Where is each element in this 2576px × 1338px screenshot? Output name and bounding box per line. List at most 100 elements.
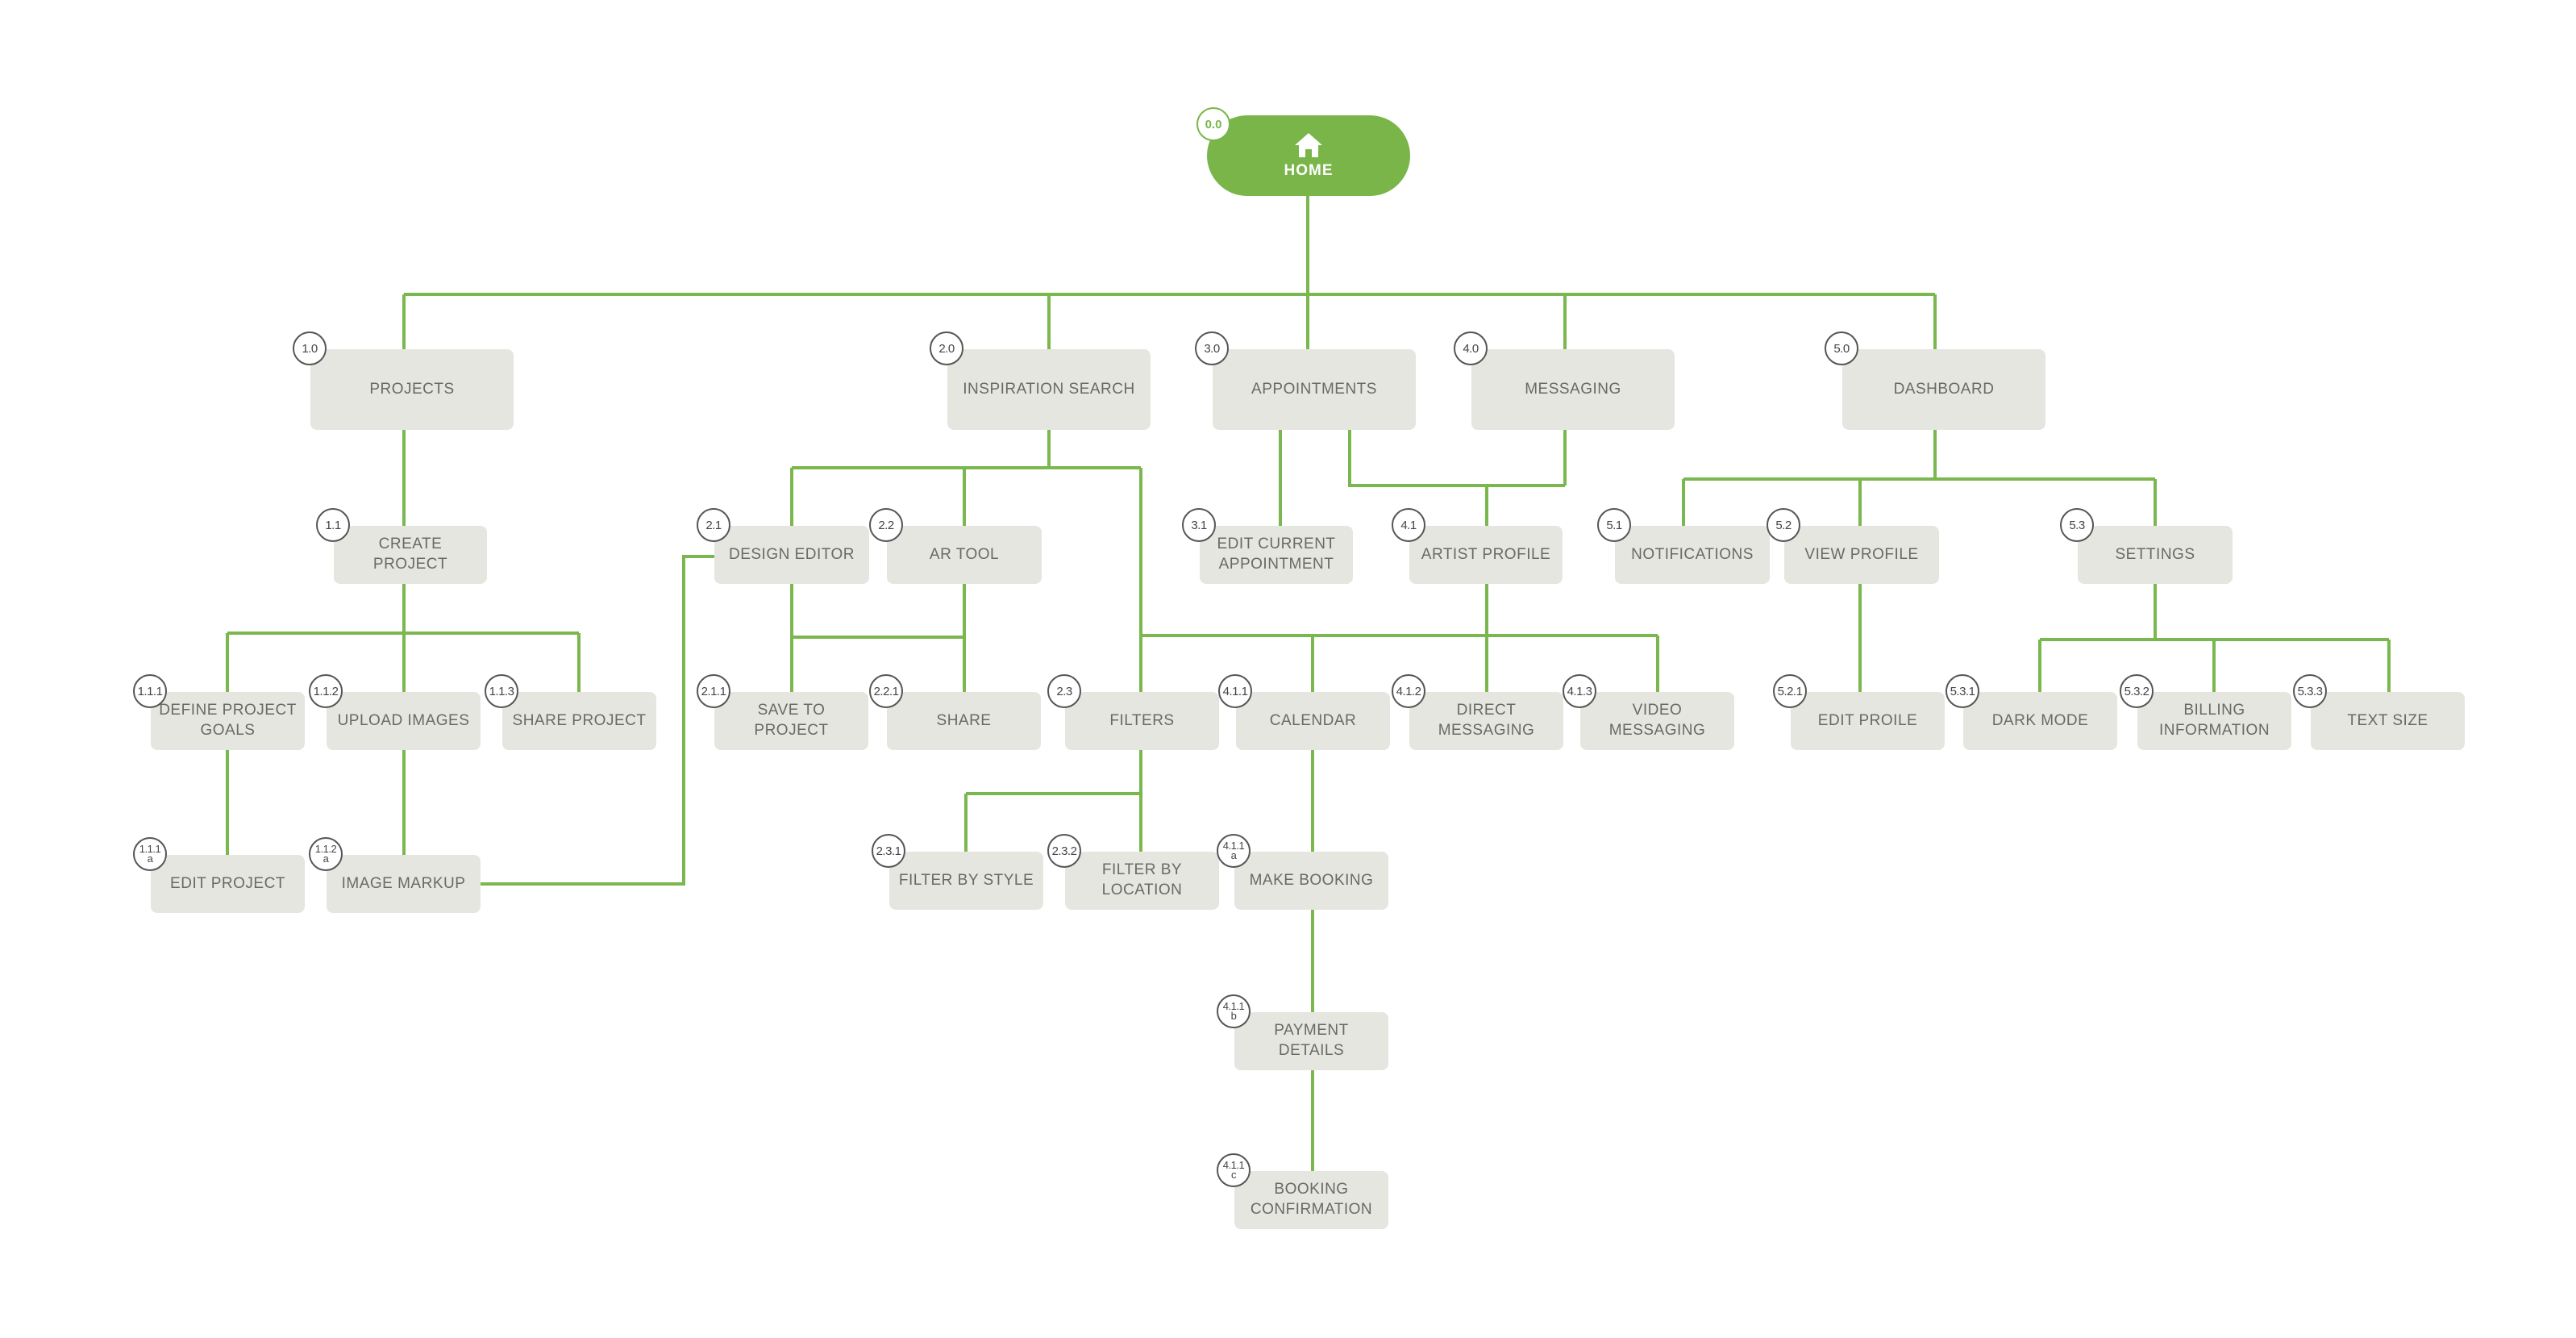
node-number-badge: 1.1.1 a [133, 837, 167, 871]
node-5-0[interactable]: DASHBOARD [1842, 349, 2045, 430]
node-5-1[interactable]: NOTIFICATIONS [1615, 526, 1770, 584]
node-number-badge: 4.1.2 [1392, 674, 1425, 708]
node-2-1[interactable]: DESIGN EDITOR [714, 526, 869, 584]
node-2-1-1[interactable]: SAVE TO PROJECT [714, 692, 868, 750]
node-number-badge: 5.1 [1597, 508, 1631, 542]
node-number-badge: 5.3.3 [2293, 674, 2327, 708]
home-icon [1295, 133, 1322, 157]
node-4-1[interactable]: ARTIST PROFILE [1409, 526, 1563, 584]
node-number-badge: 2.3.2 [1047, 834, 1081, 868]
node-label: VIDEO MESSAGING [1608, 702, 1706, 739]
node-3-1[interactable]: EDIT CURRENT APPOINTMENT [1200, 526, 1353, 584]
node-2-0[interactable]: INSPIRATION SEARCH [947, 349, 1151, 430]
node-4-1-3[interactable]: VIDEO MESSAGING [1580, 692, 1734, 750]
node-label: AR TOOL [929, 545, 1000, 563]
node-number-badge: 2.3 [1047, 674, 1081, 708]
node-5-2[interactable]: VIEW PROFILE [1784, 526, 1939, 584]
node-number-badge: 3.1 [1182, 508, 1216, 542]
node-label: MAKE BOOKING [1249, 871, 1374, 889]
node-1-0[interactable]: PROJECTS [310, 349, 514, 430]
node-label: EDIT CURRENT APPOINTMENT [1217, 536, 1336, 573]
node-4-1-1c[interactable]: BOOKING CONFIRMATION [1234, 1171, 1388, 1229]
node-label: BOOKING CONFIRMATION [1250, 1181, 1373, 1218]
node-number-badge: 2.1 [697, 508, 730, 542]
node-3-0[interactable]: APPOINTMENTS [1213, 349, 1416, 430]
node-number-badge: 5.3.2 [2120, 674, 2154, 708]
node-number-badge: 2.2.1 [869, 674, 903, 708]
node-4-1-1[interactable]: CALENDAR [1236, 692, 1390, 750]
node-2-3-1[interactable]: FILTER BY STYLE [889, 852, 1043, 910]
node-label: MESSAGING [1525, 380, 1621, 398]
node-number-badge: 4.1.1 c [1217, 1153, 1251, 1187]
node-number-badge: 1.1 [316, 508, 350, 542]
node-number-badge: 4.0 [1454, 331, 1488, 365]
node-number-badge: 4.1.3 [1563, 674, 1596, 708]
node-label: APPOINTMENTS [1251, 380, 1377, 398]
node-number-badge: 4.1.1 a [1217, 834, 1251, 868]
node-4-1-2[interactable]: DIRECT MESSAGING [1409, 692, 1563, 750]
node-label: NOTIFICATIONS [1631, 545, 1754, 563]
node-number-badge: 2.0 [930, 331, 963, 365]
node-number-badge: 2.2 [869, 508, 903, 542]
node-4-0[interactable]: MESSAGING [1471, 349, 1675, 430]
home-node[interactable]: HOME [1207, 115, 1410, 196]
node-label: IMAGE MARKUP [341, 874, 466, 892]
node-number-badge: 1.0 [293, 331, 327, 365]
node-1-1-2a[interactable]: IMAGE MARKUP [327, 855, 481, 913]
node-number-badge: 5.2.1 [1773, 674, 1807, 708]
connector-markup-to-design-editor [481, 555, 714, 886]
node-number-badge: 4.1 [1392, 508, 1425, 542]
node-label: FILTER BY LOCATION [1101, 861, 1183, 898]
node-label: BILLING INFORMATION [2158, 702, 2270, 739]
node-1-1-1[interactable]: DEFINE PROJECT GOALS [151, 692, 305, 750]
node-label: SETTINGS [2115, 545, 2195, 563]
node-label: UPLOAD IMAGES [337, 711, 470, 729]
node-label: CREATE PROJECT [372, 536, 448, 573]
node-2-2-1[interactable]: SHARE [887, 692, 1041, 750]
node-4-1-1b[interactable]: PAYMENT DETAILS [1234, 1012, 1388, 1070]
node-1-1-1a[interactable]: EDIT PROJECT [151, 855, 305, 913]
node-number-badge: 5.0 [1825, 331, 1858, 365]
node-label: DEFINE PROJECT GOALS [159, 702, 297, 739]
node-label: TEXT SIZE [2347, 711, 2428, 729]
node-1-1-3[interactable]: SHARE PROJECT [502, 692, 656, 750]
node-number-badge: 1.1.2 a [309, 837, 343, 871]
node-label: FILTER BY STYLE [898, 871, 1034, 889]
node-4-1-1a[interactable]: MAKE BOOKING [1234, 852, 1388, 910]
node-label: EDIT PROJECT [170, 874, 285, 892]
node-2-2[interactable]: AR TOOL [887, 526, 1042, 584]
node-label: VIEW PROFILE [1804, 545, 1919, 563]
node-1-1-2[interactable]: UPLOAD IMAGES [327, 692, 481, 750]
node-number-badge: 4.1.1 b [1217, 994, 1251, 1028]
node-label: INSPIRATION SEARCH [963, 380, 1135, 398]
node-number-badge: 5.3.1 [1946, 674, 1979, 708]
node-label: ARTIST PROFILE [1421, 545, 1551, 563]
home-label: HOME [1284, 162, 1334, 179]
node-number-badge: 1.1.2 [309, 674, 343, 708]
node-label: PAYMENT DETAILS [1274, 1022, 1349, 1059]
node-1-1[interactable]: CREATE PROJECT [334, 526, 487, 584]
node-5-3-2[interactable]: BILLING INFORMATION [2137, 692, 2291, 750]
node-label: SHARE [936, 711, 992, 729]
node-number-badge: 4.1.1 [1218, 674, 1252, 708]
node-number-badge: 3.0 [1195, 331, 1229, 365]
home-number-badge: 0.0 [1196, 107, 1230, 141]
node-label: EDIT PROILE [1817, 711, 1918, 729]
node-5-3-1[interactable]: DARK MODE [1963, 692, 2117, 750]
node-2-3[interactable]: FILTERS [1065, 692, 1219, 750]
node-label: CALENDAR [1269, 711, 1357, 729]
node-label: DIRECT MESSAGING [1438, 702, 1535, 739]
node-5-3[interactable]: SETTINGS [2078, 526, 2233, 584]
node-label: SAVE TO PROJECT [754, 702, 829, 739]
node-2-3-2[interactable]: FILTER BY LOCATION [1065, 852, 1219, 910]
node-number-badge: 1.1.1 [133, 674, 167, 708]
node-label: SHARE PROJECT [512, 711, 647, 729]
node-5-2-1[interactable]: EDIT PROILE [1791, 692, 1945, 750]
node-label: DARK MODE [1991, 711, 2089, 729]
node-label: PROJECTS [369, 380, 455, 398]
connector-3-0-to-4-1 [1348, 430, 1565, 487]
node-5-3-3[interactable]: TEXT SIZE [2311, 692, 2465, 750]
node-number-badge: 5.2 [1767, 508, 1800, 542]
